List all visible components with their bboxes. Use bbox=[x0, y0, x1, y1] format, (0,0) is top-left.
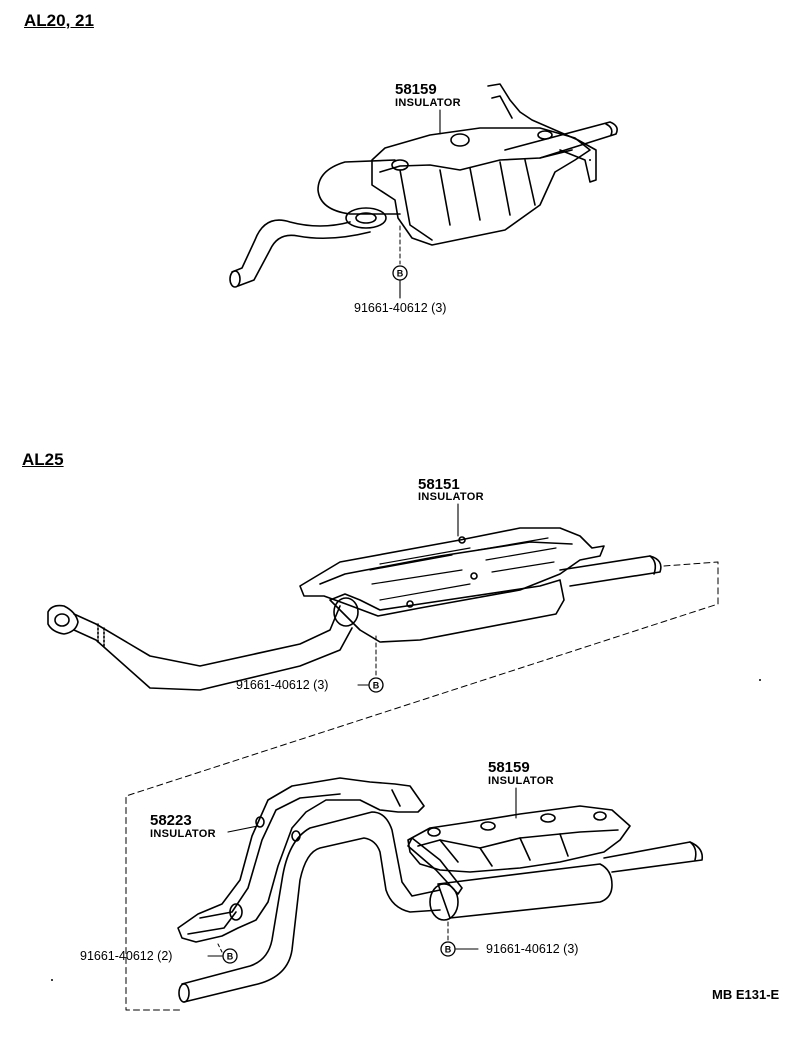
rear-bolt-marker: B bbox=[445, 945, 452, 955]
bolt-label-rear: 91661-40612 (3) bbox=[486, 942, 579, 956]
section-title-al20-21: AL20, 21 bbox=[24, 11, 94, 30]
front-bolt-marker: B bbox=[227, 952, 234, 962]
mid-catalyst-assembly: B bbox=[47, 503, 662, 693]
part-number-top-insulator: 58159 bbox=[395, 81, 437, 98]
part-name-rear-insulator: INSULATOR bbox=[488, 775, 554, 787]
diagram-code: MB E131-E bbox=[712, 987, 780, 1002]
section-title-al25: AL25 bbox=[22, 450, 64, 469]
top-bolt-marker: B bbox=[397, 269, 404, 279]
dashed-connection-lines bbox=[125, 561, 719, 1011]
top-muffler-assembly: B bbox=[229, 83, 618, 299]
part-name-front-insulator: INSULATOR bbox=[150, 828, 216, 840]
bolt-label-top: 91661-40612 (3) bbox=[354, 301, 447, 315]
bolt-label-front: 91661-40612 (2) bbox=[80, 949, 173, 963]
part-number-front-insulator: 58223 bbox=[150, 812, 192, 829]
part-name-mid-insulator: INSULATOR bbox=[418, 491, 484, 503]
scan-specks bbox=[51, 159, 761, 981]
rear-muffler-assembly: B bbox=[407, 787, 704, 957]
part-number-mid-insulator: 58151 bbox=[418, 476, 460, 493]
bolt-label-mid: 91661-40612 (3) bbox=[236, 678, 329, 692]
mid-bolt-marker: B bbox=[373, 681, 380, 691]
part-name-top-insulator: INSULATOR bbox=[395, 97, 461, 109]
part-number-rear-insulator: 58159 bbox=[488, 759, 530, 776]
front-pipe-assembly: B bbox=[177, 777, 441, 1003]
